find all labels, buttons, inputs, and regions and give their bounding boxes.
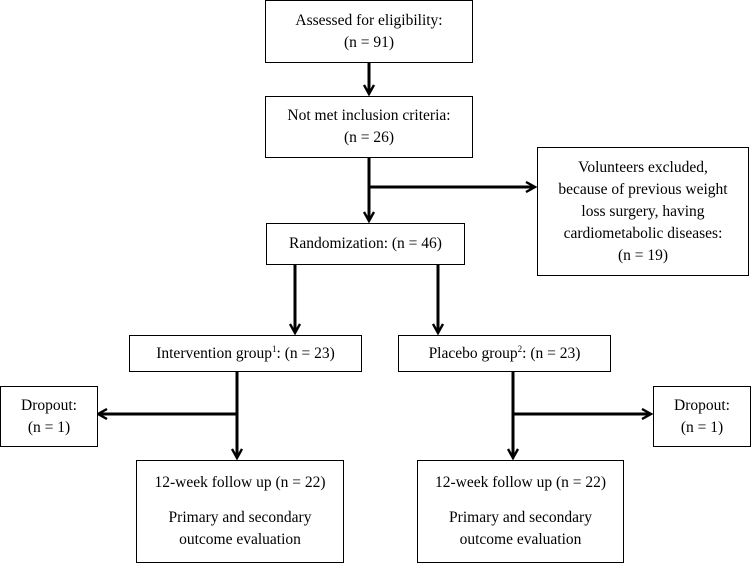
intervention-label: Intervention group1: (n = 23) bbox=[156, 343, 335, 365]
followup-right-title: 12-week follow up (n = 22) bbox=[434, 474, 607, 491]
intervention-count: : (n = 23) bbox=[276, 344, 335, 362]
intervention-name: Intervention group bbox=[156, 344, 273, 362]
excluded-count: (n = 19) bbox=[617, 246, 669, 264]
placebo-label: Placebo group2: (n = 23) bbox=[429, 343, 581, 365]
followup-left-line-3: outcome evaluation bbox=[179, 531, 301, 548]
dropout-right-count: (n = 1) bbox=[680, 418, 724, 436]
dropout-right-title: Dropout: bbox=[674, 396, 730, 414]
dropout-left-title: Dropout: bbox=[21, 396, 77, 414]
excluded-line-4: cardiometabolic diseases: bbox=[563, 224, 723, 242]
followup-right-box: 12-week follow up (n = 22) Primary and s… bbox=[417, 460, 624, 563]
dropout-right-box: Dropout: (n = 1) bbox=[653, 386, 751, 447]
followup-left-title: 12-week follow up (n = 22) bbox=[154, 474, 326, 491]
not-met-box: Not met inclusion criteria: (n = 26) bbox=[265, 96, 473, 158]
followup-right-line-2: Primary and secondary bbox=[449, 509, 592, 526]
assessed-title: Assessed for eligibility: bbox=[295, 11, 443, 29]
randomization-box: Randomization: (n = 46) bbox=[266, 223, 465, 265]
followup-left-line-2: Primary and secondary bbox=[168, 509, 312, 526]
placebo-count: : (n = 23) bbox=[522, 344, 581, 362]
excluded-line-1: Volunteers excluded, bbox=[578, 158, 708, 176]
intervention-footnote: 1 bbox=[272, 343, 277, 354]
excluded-line-2: because of previous weight bbox=[558, 180, 728, 198]
dropout-left-box: Dropout: (n = 1) bbox=[0, 386, 98, 447]
dropout-left-count: (n = 1) bbox=[27, 418, 71, 436]
placebo-name: Placebo group bbox=[428, 344, 518, 362]
randomization-text: Randomization: (n = 46) bbox=[289, 235, 442, 252]
assessed-count: (n = 91) bbox=[343, 33, 395, 51]
followup-right-line-3: outcome evaluation bbox=[459, 531, 582, 548]
not-met-title: Not met inclusion criteria: bbox=[287, 107, 451, 124]
excluded-line-3: loss surgery, having bbox=[581, 202, 705, 220]
excluded-box: Volunteers excluded, because of previous… bbox=[537, 147, 749, 276]
intervention-box: Intervention group1: (n = 23) bbox=[129, 335, 362, 372]
followup-left-box: 12-week follow up (n = 22) Primary and s… bbox=[136, 460, 344, 563]
placebo-footnote: 2 bbox=[517, 343, 523, 354]
placebo-box: Placebo group2: (n = 23) bbox=[398, 335, 611, 372]
assessed-box: Assessed for eligibility: (n = 91) bbox=[265, 0, 473, 63]
not-met-count: (n = 26) bbox=[343, 129, 395, 146]
